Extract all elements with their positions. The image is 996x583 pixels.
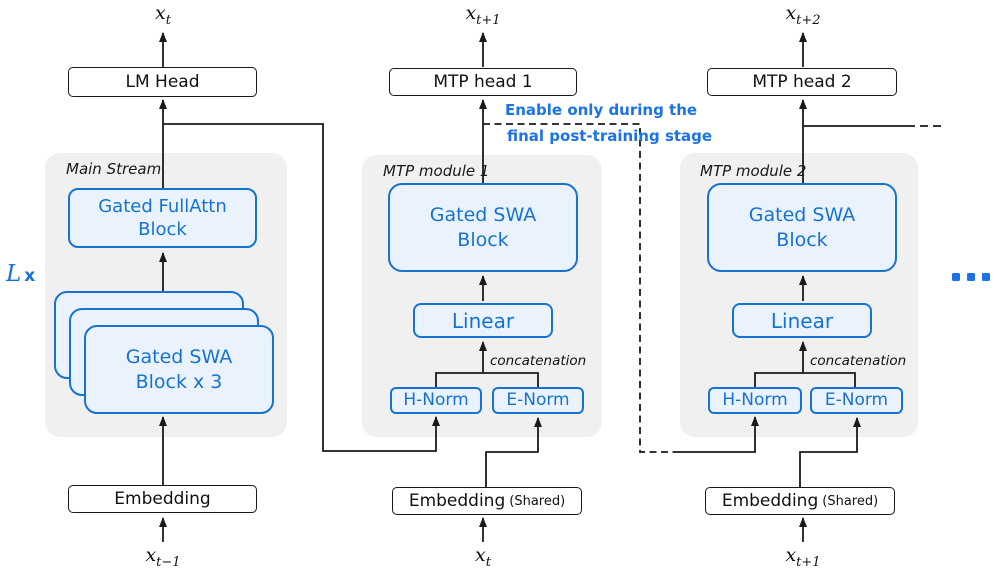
e-norm-box-mtp1: E-Norm [492,387,584,414]
linear-box-mtp1: Linear [413,303,553,338]
gated-swa-block-x3: Gated SWA Block x 3 [84,325,274,414]
annotation-line2: final post-training stage [507,127,713,145]
gated-swa-block-mtp2: Gated SWA Block [707,183,897,272]
annotation-line1: Enable only during the [505,101,698,119]
e-norm-box-mtp2: E-Norm [810,387,903,414]
output-label-xt1: xt+1 [465,2,501,28]
gated-swa-block-mtp1: Gated SWA Block [388,183,578,272]
input-label-xtm1: xt−1 [145,544,181,570]
output-label-xt: xt [155,2,171,28]
input-label-xt1-bottom: xt+1 [785,544,821,570]
embedding-shared-box-mtp1: Embedding (Shared) [392,487,582,515]
linear-box-mtp2: Linear [732,303,872,338]
h-norm-box-mtp2: H-Norm [708,387,802,414]
concatenation-label-mtp1: concatenation [490,353,587,369]
main-stream-panel-label: Main Stream [66,160,162,178]
lm-head-label: LM Head [125,72,200,92]
gated-fullattn-block: Gated FullAttn Block [68,188,257,248]
mtp-module-2-label: MTP module 2 [700,162,807,180]
embedding-box-main: Embedding [68,485,257,513]
mtp-module-1-label: MTP module 1 [383,162,490,180]
embedding-shared-box-mtp2: Embedding (Shared) [705,487,895,515]
h-norm-box-mtp1: H-Norm [390,387,482,414]
output-label-xt2: xt+2 [785,2,821,28]
shared-note: (Shared) [822,493,879,509]
mtp-head-1-box: MTP head 1 [389,68,577,96]
shared-note: (Shared) [509,493,566,509]
ellipsis-icon [952,273,990,281]
input-label-xt: xt [475,544,491,570]
lm-head-box: LM Head [68,67,257,97]
mtp-head-2-box: MTP head 2 [707,68,897,96]
concatenation-label-mtp2: concatenation [810,353,907,369]
